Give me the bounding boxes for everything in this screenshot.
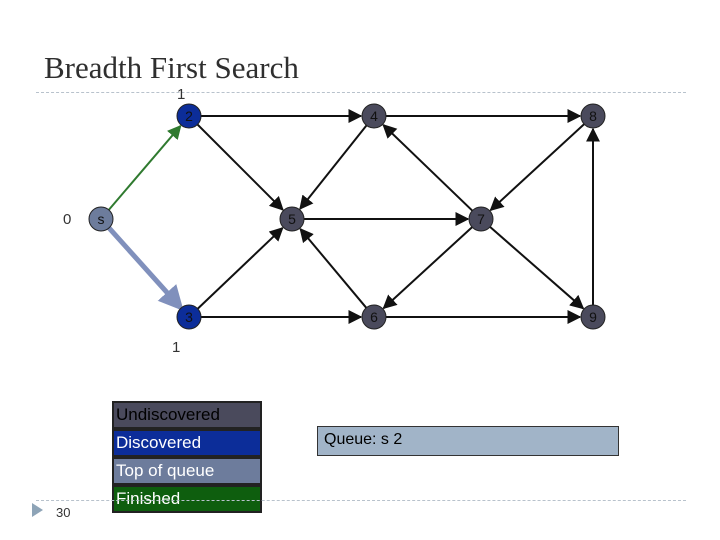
edge-4-5 [299, 124, 368, 210]
distance-label-2: 1 [177, 86, 186, 103]
legend-discovered-label: Discovered [116, 433, 202, 452]
node-s [88, 206, 114, 232]
page-number: 30 [56, 505, 71, 520]
slide-title: Breadth First Search [44, 50, 299, 85]
node-7 [468, 206, 494, 232]
legend-top-of-queue: Top of queue [112, 457, 262, 485]
page-marker-icon [32, 503, 43, 517]
node-9 [580, 304, 606, 330]
node-2 [176, 103, 202, 129]
edge-7-6 [382, 226, 473, 310]
distance-label-s: 0 [63, 211, 72, 228]
node-8 [580, 103, 606, 129]
queue-text: Queue: s 2 [324, 431, 403, 448]
node-label-s: s [98, 211, 105, 227]
node-label-7: 7 [477, 211, 485, 227]
node-label-2: 2 [185, 108, 193, 124]
legend-undiscovered: Undiscovered [112, 401, 262, 429]
edge-s-2 [108, 124, 182, 211]
node-label-4: 4 [370, 108, 378, 124]
node-4 [361, 103, 387, 129]
edge-3-5 [197, 226, 284, 310]
edge-s-3 [107, 226, 184, 312]
node-label-5: 5 [288, 211, 296, 227]
edge-6-5 [299, 227, 368, 309]
footer-divider [36, 500, 686, 501]
node-label-3: 3 [185, 309, 193, 325]
edge-7-9 [489, 226, 585, 310]
legend-finished-label: Finished [116, 489, 181, 508]
node-3 [176, 304, 202, 330]
node-label-6: 6 [370, 309, 378, 325]
legend-top-of-queue-label: Top of queue [116, 461, 215, 480]
edge-8-7 [489, 123, 585, 212]
legend-discovered: Discovered [112, 429, 262, 457]
edge-7-4 [382, 124, 474, 212]
queue-box: Queue: s 2 [317, 426, 619, 456]
distance-label-3: 1 [172, 339, 181, 356]
legend-undiscovered-label: Undiscovered [116, 405, 220, 424]
node-label-9: 9 [589, 309, 597, 325]
legend: Undiscovered Discovered Top of queue Fin… [112, 401, 262, 513]
node-6 [361, 304, 387, 330]
node-label-8: 8 [589, 108, 597, 124]
title-divider [36, 92, 686, 93]
legend-finished: Finished [112, 485, 262, 513]
edge-2-5 [196, 123, 284, 211]
node-5 [279, 206, 305, 232]
